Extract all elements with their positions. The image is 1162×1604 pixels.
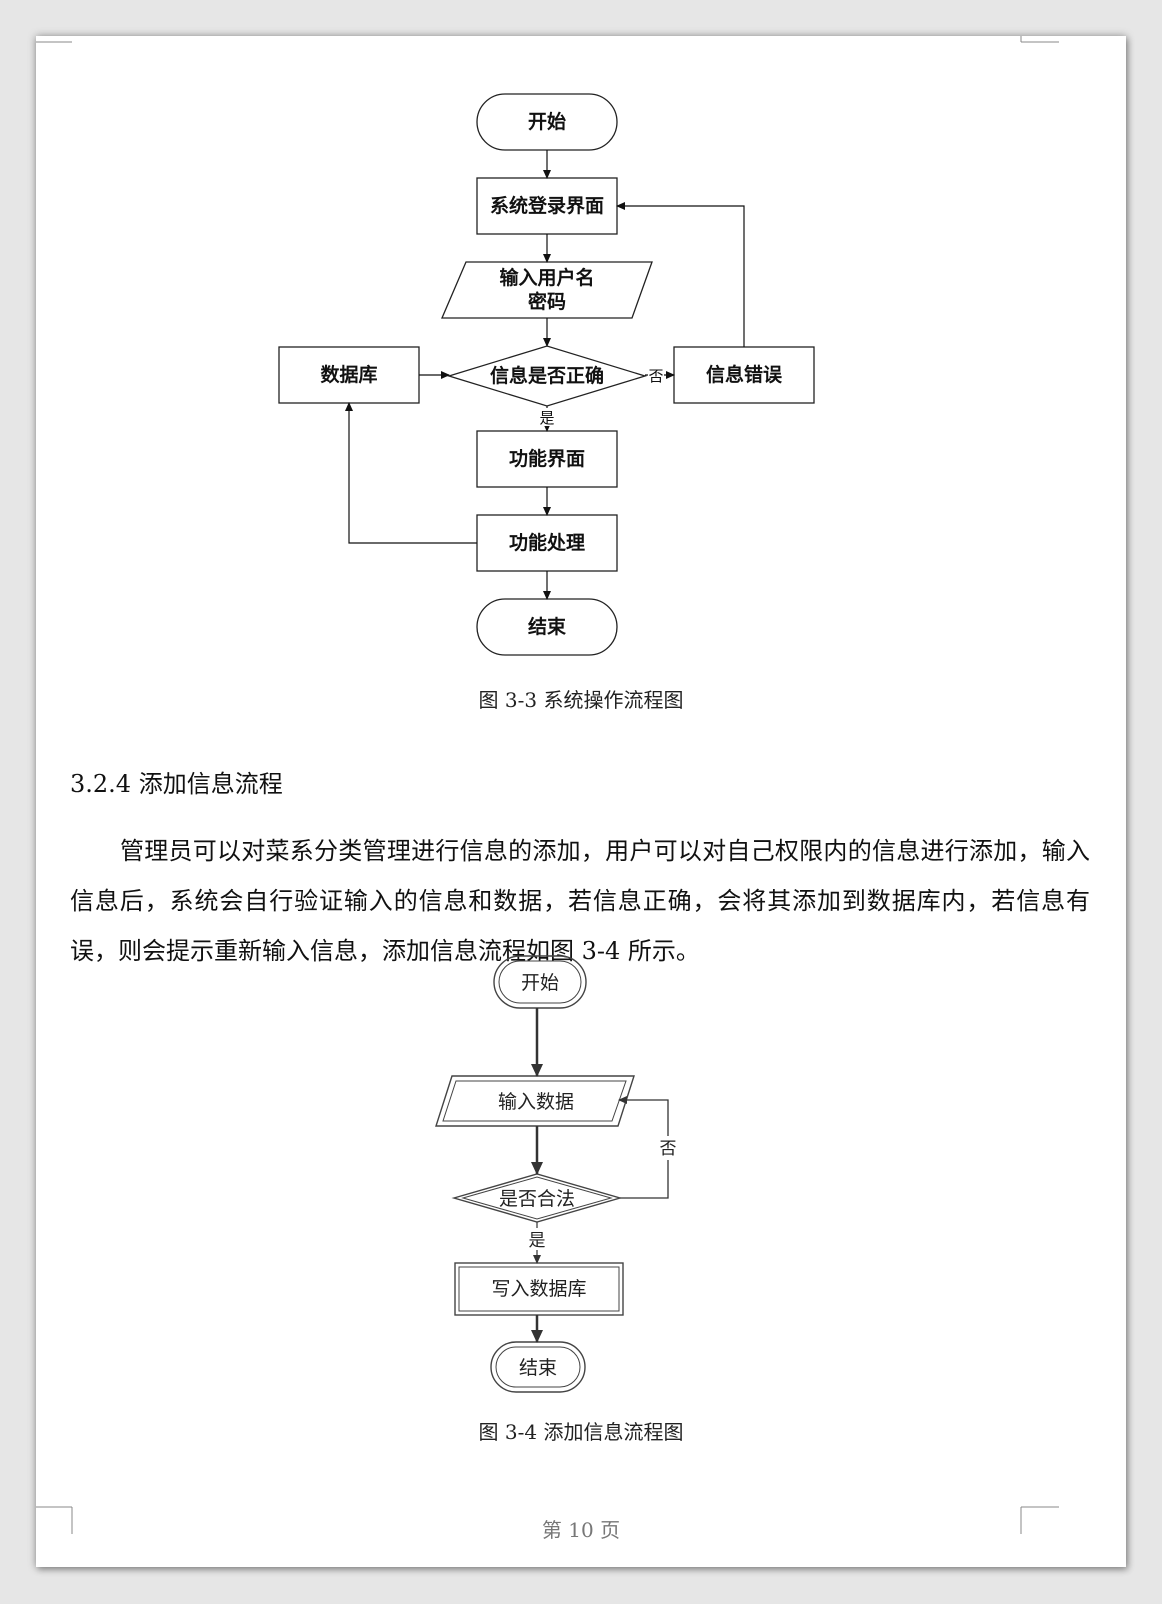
add-information-flowchart: 开始 输入数据 是否合法 写入数据库 结束 否 是 bbox=[435, 955, 678, 1393]
error-label: 信息错误 bbox=[706, 363, 783, 386]
no-branch-label: 否 bbox=[648, 367, 663, 385]
function-process-label: 功能处理 bbox=[509, 531, 585, 554]
database-label: 数据库 bbox=[320, 363, 377, 386]
yes-branch-label-2: 是 bbox=[529, 1231, 546, 1251]
decision-diamond bbox=[446, 345, 648, 407]
input-data-parallelogram bbox=[435, 1075, 635, 1127]
yes-branch-label: 是 bbox=[539, 409, 554, 427]
crop-mark-bottom-left bbox=[36, 1504, 76, 1534]
start-label-2: 开始 bbox=[521, 972, 559, 994]
start-label: 开始 bbox=[528, 110, 566, 133]
arrow-process-database bbox=[345, 402, 477, 544]
system-operation-flowchart: 开始 系统登录界面 输入用户名 密码 信息是否正确 数据库 信息错误 功能界面 … bbox=[278, 93, 815, 656]
section-heading: 3.2.4 添加信息流程 bbox=[70, 770, 283, 798]
crop-mark-bottom-right bbox=[1019, 1504, 1059, 1534]
decision-label: 信息是否正确 bbox=[490, 364, 604, 387]
start-terminator-2 bbox=[493, 955, 587, 1009]
arrow-error-login bbox=[616, 202, 745, 347]
crop-mark-top-left bbox=[36, 36, 76, 46]
input-label-line1: 输入用户名 bbox=[499, 266, 594, 289]
figure-3-3-caption: 图 3-3 系统操作流程图 bbox=[478, 688, 684, 712]
figure-3-4-caption: 图 3-4 添加信息流程图 bbox=[478, 1420, 684, 1444]
login-label: 系统登录界面 bbox=[490, 194, 604, 217]
legality-decision-label: 是否合法 bbox=[499, 1188, 575, 1210]
function-ui-label: 功能界面 bbox=[509, 447, 585, 470]
page-number: 第 10 页 bbox=[541, 1518, 621, 1542]
input-label-line2: 密码 bbox=[528, 290, 566, 313]
no-branch-label-2: 否 bbox=[660, 1139, 677, 1159]
document-page: 开始 系统登录界面 输入用户名 密码 信息是否正确 数据库 信息错误 功能界面 … bbox=[36, 36, 1126, 1567]
crop-mark-top-right bbox=[1019, 36, 1059, 46]
body-paragraph: 管理员可以对菜系分类管理进行信息的添加，用户可以对自己权限内的信息进行添加，输入… bbox=[70, 837, 1090, 965]
end-label-2: 结束 bbox=[519, 1357, 557, 1379]
input-data-label: 输入数据 bbox=[498, 1091, 574, 1113]
end-label: 结束 bbox=[528, 615, 567, 638]
input-parallelogram bbox=[441, 261, 653, 319]
write-database-label: 写入数据库 bbox=[491, 1278, 586, 1300]
